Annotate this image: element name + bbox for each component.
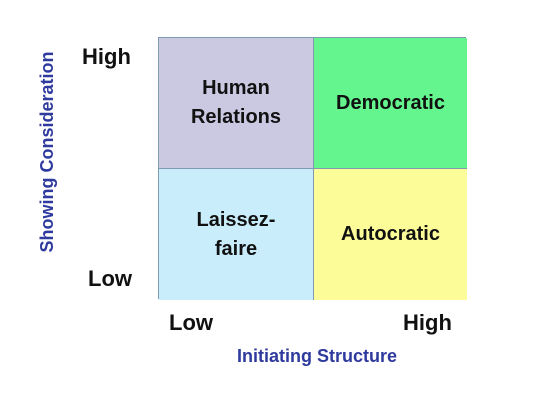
x-axis-title: Initiating Structure xyxy=(236,346,398,366)
quadrant-democratic: Democratic xyxy=(314,38,467,169)
x-axis-high-label: High xyxy=(403,310,452,335)
y-axis-high-label: High xyxy=(82,44,131,69)
quadrant-label: Autocratic xyxy=(341,223,440,245)
quadrant-grid: Human Relations Democratic Laissez-faire… xyxy=(158,37,467,300)
y-axis-title: Showing Consideration xyxy=(37,51,57,253)
quadrant-human-relations: Human Relations xyxy=(159,38,314,169)
x-axis-low-label: Low xyxy=(169,310,213,335)
quadrant-autocratic: Autocratic xyxy=(314,169,467,300)
quadrant-label: Laissez-faire xyxy=(196,208,276,260)
quadrant-label: Democratic xyxy=(336,91,445,114)
quadrant-laissez-faire: Laissez-faire xyxy=(159,169,314,300)
y-axis-low-label: Low xyxy=(88,266,132,291)
quadrant-label: Human Relations xyxy=(190,77,282,128)
